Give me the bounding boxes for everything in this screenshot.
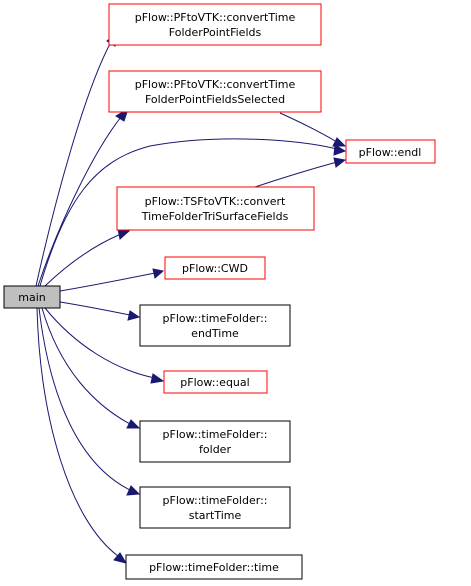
- node-label-line-1: pFlow::PFtoVTK::convertTime: [135, 78, 296, 91]
- edge-main-to-folder: [41, 307, 131, 425]
- edge-main-to-equal: [44, 307, 156, 379]
- edge-arrowhead: [113, 552, 128, 564]
- edge-arrowhead: [126, 485, 141, 496]
- node-endl-label: pFlow::endl: [359, 146, 422, 159]
- edge-main-to-pftovtk-selected: [37, 116, 122, 287]
- node-timefolder-endtime[interactable]: pFlow::timeFolder:: endTime: [139, 304, 291, 347]
- node-timefolder-starttime[interactable]: pFlow::timeFolder:: startTime: [139, 486, 291, 529]
- edge-arrowhead: [332, 137, 347, 147]
- node-label-line-1: pFlow::timeFolder::: [163, 312, 268, 325]
- node-label-line-1: pFlow::timeFolder::: [163, 494, 268, 507]
- node-label-line-1: pFlow::timeFolder::: [163, 428, 268, 441]
- edge-main-to-endl: [39, 138, 338, 287]
- node-label-line-2: endTime: [191, 327, 239, 340]
- edge-main-to-time: [36, 307, 119, 557]
- edges: [35, 31, 347, 564]
- edge-arrowhead: [152, 268, 165, 279]
- node-label-line-2: FolderPointFieldsSelected: [145, 93, 285, 106]
- node-label-line-2: startTime: [189, 509, 242, 522]
- edge-main-to-endtime: [59, 301, 131, 316]
- edge-main-to-tsftovtk: [44, 233, 122, 287]
- edge-main-to-starttime: [38, 307, 131, 491]
- node-equal-label: pFlow::equal: [180, 376, 249, 389]
- node-main-label: main: [18, 291, 46, 304]
- edge-arrowhead: [126, 419, 141, 429]
- node-label-line-2: TimeFolderTriSurfaceFields: [141, 210, 289, 223]
- edge-tsftovtk-to-endl: [254, 161, 338, 188]
- node-cwd-label: pFlow::CWD: [182, 262, 248, 275]
- edge-main-to-cwd: [59, 272, 156, 292]
- node-label-line-2: folder: [199, 443, 231, 456]
- edge-arrowhead: [333, 144, 347, 156]
- node-pftovtk-convert-time-folder-point-fields-selected[interactable]: pFlow::PFtoVTK::convertTime FolderPointF…: [108, 70, 322, 113]
- edge-pftovtk-selected-to-endl: [279, 112, 338, 143]
- node-label-line-1: pFlow::PFtoVTK::convertTime: [135, 11, 296, 24]
- node-timefolder-folder[interactable]: pFlow::timeFolder:: folder: [139, 420, 291, 463]
- node-time-label: pFlow::timeFolder::time: [149, 561, 279, 574]
- edge-main-to-pftovtk-fields: [35, 41, 112, 287]
- node-timefolder-time[interactable]: pFlow::timeFolder::time: [125, 554, 303, 580]
- edge-arrowhead: [150, 373, 165, 384]
- edge-arrowhead: [333, 157, 347, 168]
- node-label-line-1: pFlow::TSFtoVTK::convert: [145, 195, 286, 208]
- node-pftovtk-convert-time-folder-point-fields[interactable]: pFlow::PFtoVTK::convertTime FolderPointF…: [108, 3, 322, 46]
- node-equal[interactable]: pFlow::equal: [163, 370, 268, 394]
- node-label-line-2: FolderPointFields: [169, 26, 262, 39]
- node-main[interactable]: main: [3, 285, 61, 309]
- node-endl[interactable]: pFlow::endl: [345, 139, 436, 164]
- node-tsftovtk-convert-time-folder-tri-surface-fields[interactable]: pFlow::TSFtoVTK::convert TimeFolderTriSu…: [116, 186, 315, 231]
- edge-arrowhead: [127, 310, 141, 321]
- node-cwd[interactable]: pFlow::CWD: [164, 256, 266, 280]
